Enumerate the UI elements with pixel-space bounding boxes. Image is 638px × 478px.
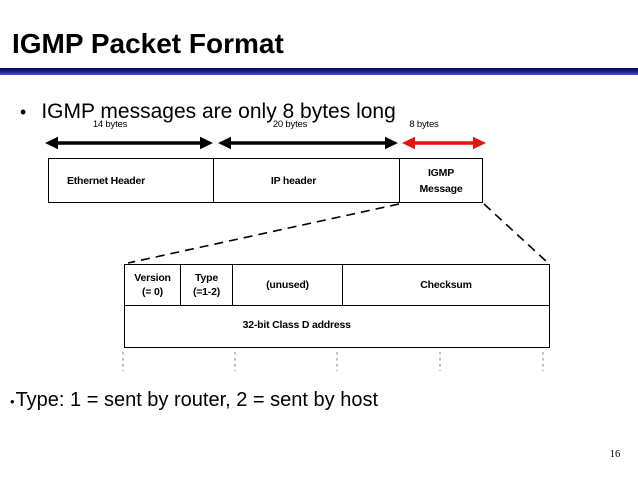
ip-header-box: IP header [213,159,399,202]
bullet-icon: • [20,102,27,122]
igmp-message-label-line1: IGMP [427,166,455,179]
version-value: (= 0) [142,286,163,298]
packet-layout-row: Ethernet Header IP header IGMP Message [48,158,483,203]
version-label: Version [134,272,171,284]
page-number: 16 [609,449,621,460]
checksum-field-cell: Checksum [342,265,549,305]
unused-field-cell: (unused) [232,265,342,305]
type-label: Type [195,272,218,284]
bullet-line-1: • IGMP messages are only 8 bytes long [20,101,396,123]
igmp-detail-table: Version (= 0) Type (=1-2) (unused) Check… [124,264,550,348]
igmp-message-box: IGMP Message [399,159,482,202]
dotted-boundary-stubs [122,352,544,371]
ethernet-header-box: Ethernet Header [49,159,213,202]
ethernet-header-label: Ethernet Header [66,174,146,187]
type-value: (=1-2) [192,286,221,298]
dashed-connector-right [483,203,548,263]
double-arrow-14-bytes-icon [45,136,213,150]
bullet-line-2: • Type: 1 = sent by router, 2 = sent by … [10,389,378,413]
double-arrow-20-bytes-icon [218,136,398,150]
version-field-cell: Version (= 0) [125,265,180,305]
ip-header-label: IP header [270,174,317,187]
igmp-message-label-line2: Message [419,182,463,195]
class-d-address-cell: 32-bit Class D address [125,306,549,344]
byte-label-8: 8 bytes [409,119,439,130]
double-arrow-8-bytes-icon [402,136,486,150]
page-title: IGMP Packet Format [12,28,284,59]
byte-label-14: 14 bytes [92,119,128,130]
unused-label: (unused) [266,279,309,291]
detail-row-fields: Version (= 0) Type (=1-2) (unused) Check… [125,265,549,306]
byte-label-20: 20 bytes [272,119,308,130]
bullet-icon: • [10,394,15,409]
bullet-2-text: Type: 1 = sent by router, 2 = sent by ho… [15,389,379,411]
bullet-1-text: IGMP messages are only 8 bytes long [41,100,396,123]
title-divider [0,68,638,75]
class-d-address-label: 32-bit Class D address [242,319,351,331]
dashed-connector-left [127,203,400,264]
checksum-label: Checksum [420,279,472,291]
type-field-cell: Type (=1-2) [180,265,232,305]
